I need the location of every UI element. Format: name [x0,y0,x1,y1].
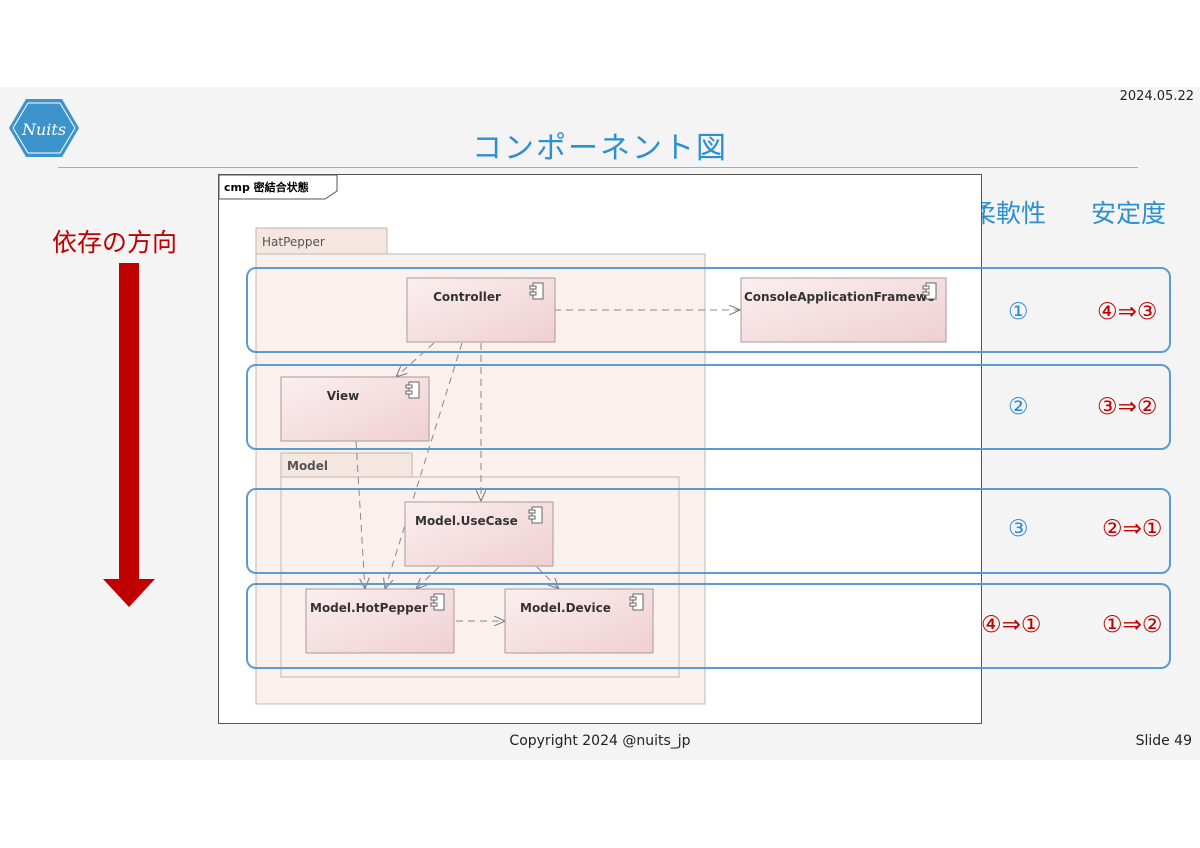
row4-stability: ①⇒② [1102,612,1163,638]
dep-usecase-device [536,566,559,589]
row2-stability: ③⇒② [1097,394,1158,420]
component-controller: Controller [406,277,556,343]
logo-text: Nuits [21,120,66,139]
component-icon [922,282,937,300]
dep-usecase-hotpepper [416,566,440,589]
dep-controller-view [396,342,435,377]
row1-stability: ④⇒③ [1097,299,1158,325]
row3-stability: ②⇒① [1102,516,1163,542]
component-hotpepper-label: Model.HotPepper [310,601,428,615]
row2-flexibility: ② [1008,394,1029,420]
nuits-logo: Nuits [8,97,80,159]
down-arrow-icon [103,263,155,611]
component-hotpepper: Model.HotPepper [305,588,455,654]
component-view-label: View [327,389,359,403]
layer-band-2 [246,364,1171,450]
component-view: View [280,376,430,442]
component-console-label: ConsoleApplicationFramewo [744,290,935,304]
row1-flexibility: ① [1008,299,1029,325]
dep-view-hotpepper [355,440,365,589]
component-usecase-label: Model.UseCase [415,514,518,528]
component-usecase: Model.UseCase [404,501,554,567]
slide: 2024.05.22 Nuits コンポーネント図 依存の方向 柔軟性 安定度 [0,87,1200,760]
layer-band-4 [246,583,1171,669]
row3-flexibility: ③ [1008,516,1029,542]
direction-label: 依存の方向 [52,228,178,257]
component-device: Model.Device [504,588,654,654]
header-flexibility: 柔軟性 [971,199,1047,228]
layer-band-3 [246,488,1171,574]
layer-band-1 [246,267,1171,353]
title-divider [58,167,1138,168]
package-hatpepper-label: HatPepper [262,235,325,249]
page-title: コンポーネント図 [472,131,728,166]
row4-flexibility: ④⇒① [981,612,1042,638]
date-label: 2024.05.22 [1119,89,1194,104]
component-device-label: Model.Device [520,601,611,615]
frame-label: cmp 密結合状態 [219,175,338,200]
component-icon [430,593,445,611]
component-icon [629,593,644,611]
copyright-footer: Copyright 2024 @nuits_jp [509,733,691,749]
component-icon [528,506,543,524]
component-controller-label: Controller [433,290,501,304]
dep-controller-hotpepper [385,342,463,589]
frame-label-text: cmp 密結合状態 [224,180,309,194]
component-console: ConsoleApplicationFramewo [740,277,947,343]
component-icon [529,282,544,300]
header-stability: 安定度 [1091,199,1167,228]
slide-number: Slide 49 [1135,733,1192,749]
component-icon [405,381,420,399]
package-model-label: Model [287,459,328,473]
